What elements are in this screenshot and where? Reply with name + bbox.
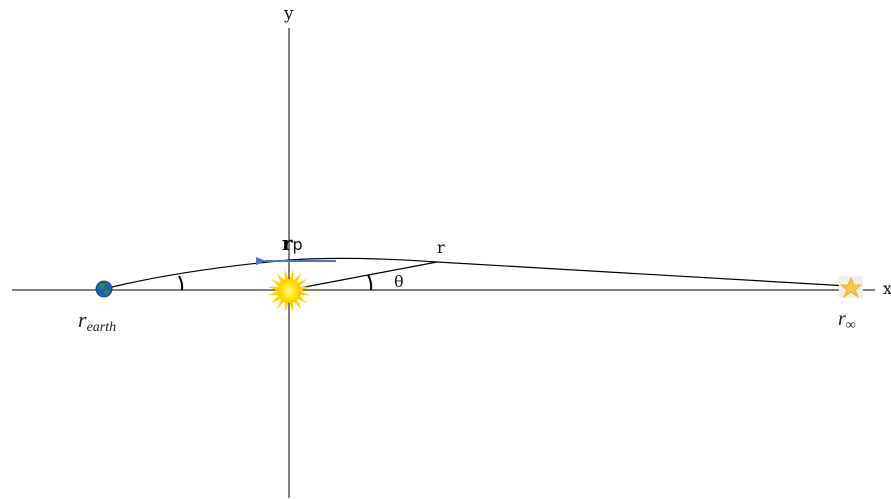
r-inf-sub: ∞ — [846, 318, 856, 333]
r-earth-label: rearth — [78, 307, 116, 335]
sun-icon — [267, 269, 311, 313]
rp-label-main: r — [282, 231, 293, 255]
r-point-label: r — [437, 238, 445, 257]
light-path-far — [436, 261, 849, 287]
r-earth-sub: earth — [87, 320, 117, 335]
earth-icon — [95, 280, 113, 298]
light-path-near — [103, 259, 290, 290]
r-inf-main: r — [838, 308, 846, 330]
theta-label: θ — [394, 272, 404, 291]
light-path-mid — [288, 257, 438, 263]
r-earth-main: r — [78, 307, 87, 332]
x-axis-label: x — [883, 279, 891, 298]
star-icon — [839, 276, 863, 299]
theta-angle-arc — [367, 274, 373, 291]
rp-label-sub: p — [293, 235, 303, 254]
rp-label: rp — [282, 231, 303, 255]
earth-angle-arc — [178, 275, 184, 291]
y-axis-label: y — [283, 4, 294, 24]
radius-line — [288, 261, 438, 291]
r-inf-label: r∞ — [838, 308, 856, 333]
